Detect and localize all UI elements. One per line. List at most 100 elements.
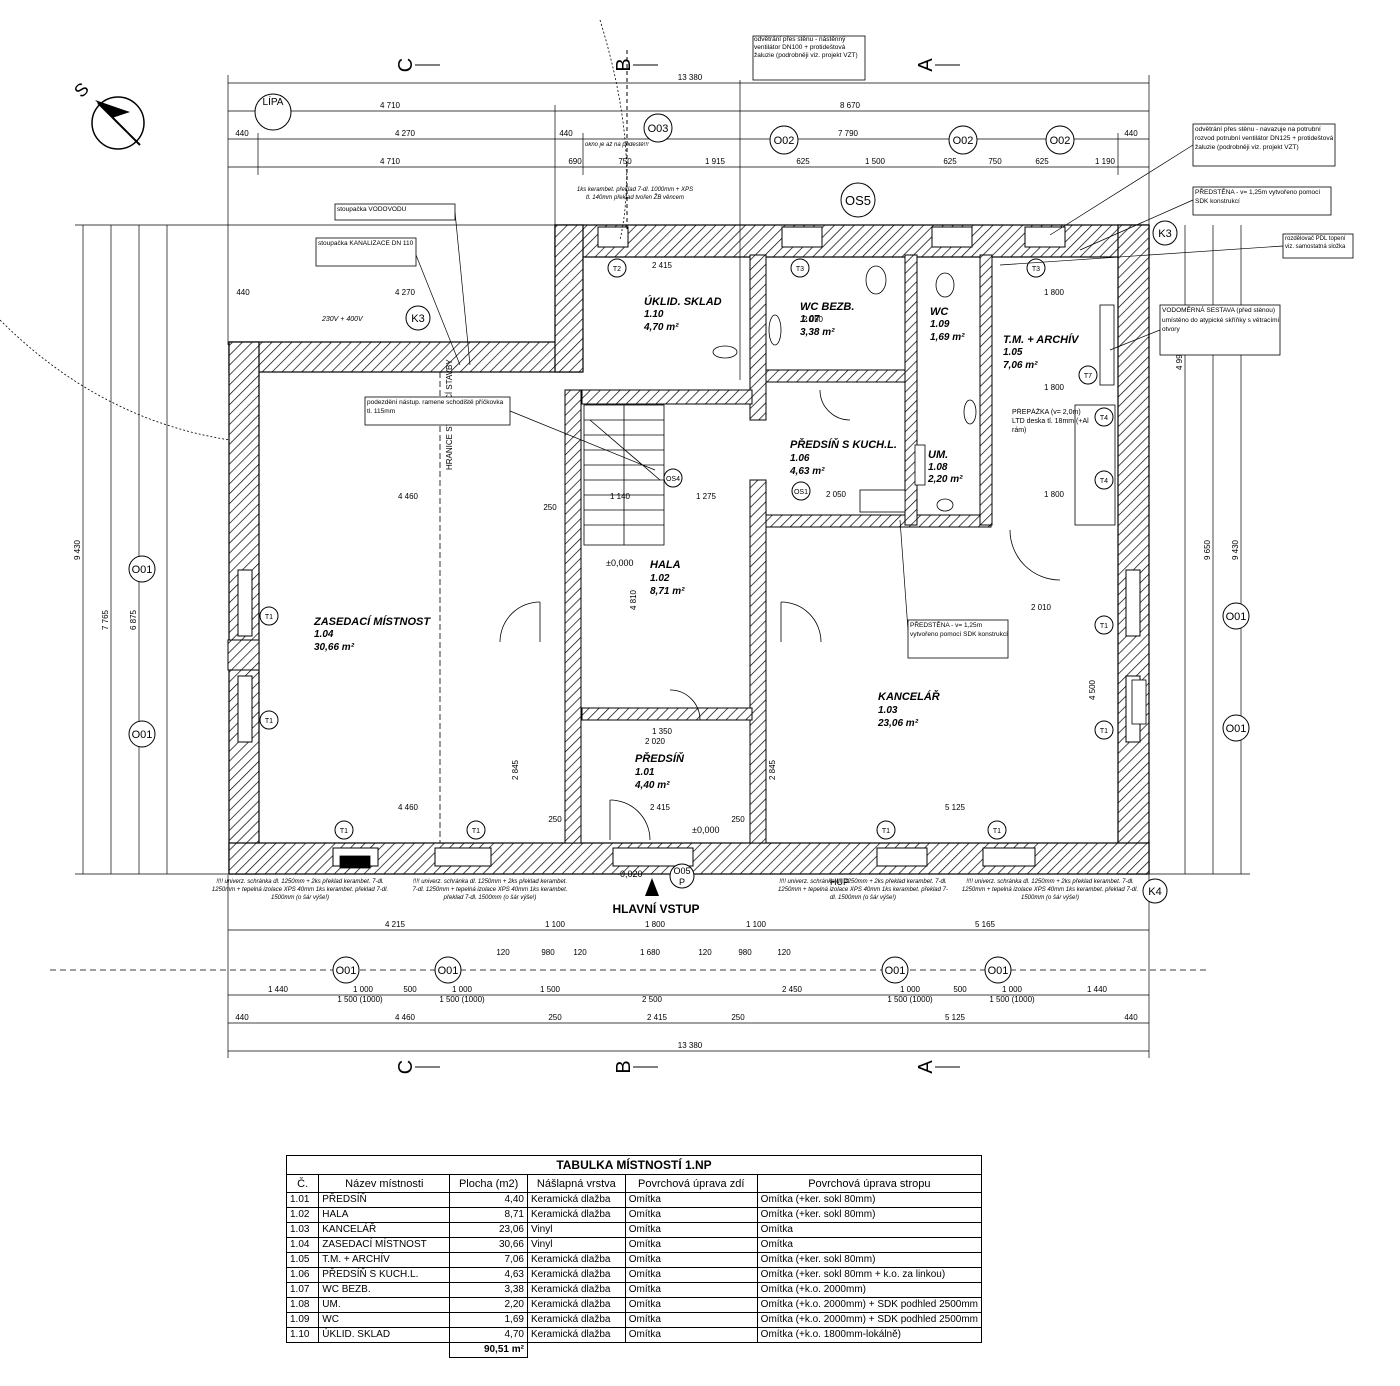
svg-text:1 350: 1 350 (652, 727, 673, 736)
section-labels: C B A C B A (395, 58, 937, 1075)
note-vent1: odvětrání přes stěnu - nástěnný ventilát… (754, 36, 858, 59)
svg-text:1 800: 1 800 (1044, 383, 1065, 392)
note-kanal: stoupačka KANALIZACE DN 110 (318, 240, 414, 247)
svg-text:T3: T3 (1032, 266, 1040, 273)
section-c-top: C (395, 58, 417, 72)
table-cell: Omítka (+ker. sokl 80mm) (756, 1192, 983, 1208)
svg-text:1 800: 1 800 (1044, 490, 1065, 499)
svg-text:O01: O01 (1226, 723, 1247, 735)
svg-text:4 270: 4 270 (395, 288, 416, 297)
table-cell: 1.02 (285, 1207, 320, 1223)
table-cell: Vinyl (526, 1237, 626, 1253)
svg-text:1 500 (1000): 1 500 (1000) (989, 995, 1035, 1004)
dimension-texts-bottom: 4 215 1 100 1 800 1 100 5 165 980 1 680 … (235, 920, 1138, 1050)
note-sill-3: !!!! univerz. schránka dl. 1250mm + 2ks … (778, 879, 948, 901)
room-1.09-name: WC (930, 306, 949, 318)
svg-text:4 500: 4 500 (1088, 679, 1097, 700)
svg-text:120: 120 (496, 948, 510, 957)
svg-text:P: P (679, 877, 685, 887)
svg-text:T1: T1 (882, 828, 890, 835)
note-vodomer: VODOMĚRNÁ SESTAVA (před stěnou) umístěno… (1162, 307, 1280, 333)
svg-text:690: 690 (568, 157, 582, 166)
table-cell: Keramická dlažba (526, 1312, 626, 1328)
svg-text:K4: K4 (1148, 886, 1161, 898)
svg-text:1 500 (1000): 1 500 (1000) (439, 995, 485, 1004)
svg-text:2 415: 2 415 (652, 261, 673, 270)
svg-text:3,38 m²: 3,38 m² (800, 327, 835, 338)
table-cell: Vinyl (526, 1222, 626, 1238)
col-header-name: Název místnosti (318, 1174, 451, 1193)
svg-text:8,71 m²: 8,71 m² (650, 586, 685, 597)
table-cell: Omítka (+k.o. 2000mm) + SDK podhled 2500… (756, 1297, 983, 1313)
svg-text:1,69 m²: 1,69 m² (930, 332, 965, 343)
table-cell: Omítka (624, 1282, 758, 1298)
svg-text:-0,020: -0,020 (617, 869, 643, 879)
svg-text:OS1: OS1 (794, 489, 808, 496)
element-tags (128, 113, 1250, 984)
table-cell: KANCELÁŘ (318, 1222, 451, 1238)
col-header-floor: Nášlapná vrstva (526, 1174, 626, 1193)
svg-text:30,66 m²: 30,66 m² (314, 642, 355, 653)
svg-text:4 710: 4 710 (380, 157, 401, 166)
svg-text:500: 500 (953, 985, 967, 994)
svg-text:1.05: 1.05 (1003, 347, 1023, 358)
svg-text:O01: O01 (885, 965, 906, 977)
room-1.03-name: KANCELÁŘ (878, 690, 940, 703)
table-cell: Keramická dlažba (526, 1267, 626, 1283)
svg-text:2 415: 2 415 (650, 803, 671, 812)
windows (237, 226, 1141, 867)
svg-text:T2: T2 (613, 266, 621, 273)
svg-text:2,20 m²: 2,20 m² (927, 474, 963, 485)
table-cell: Keramická dlažba (526, 1282, 626, 1298)
section-b-bottom: B (613, 1060, 635, 1073)
svg-text:1.09: 1.09 (930, 319, 950, 330)
svg-text:5 125: 5 125 (945, 803, 966, 812)
svg-text:440: 440 (559, 129, 573, 138)
room-1.04-name: ZASEDACÍ MÍSTNOST (313, 615, 431, 628)
table-cell: UM. (318, 1297, 451, 1313)
svg-text:O01: O01 (132, 729, 153, 741)
table-cell: 1,69 (449, 1312, 528, 1328)
svg-text:1 500 (1000): 1 500 (1000) (337, 995, 383, 1004)
svg-text:O02: O02 (1050, 135, 1071, 147)
svg-text:4 215: 4 215 (385, 920, 406, 929)
table-cell: 1.05 (285, 1252, 320, 1268)
room-1.02-name: HALA (650, 559, 681, 571)
svg-text:T1: T1 (265, 718, 273, 725)
svg-text:23,06 m²: 23,06 m² (877, 718, 919, 729)
svg-text:625: 625 (796, 157, 810, 166)
table-cell: WC BEZB. (318, 1282, 451, 1298)
svg-text:980: 980 (738, 948, 752, 957)
room-1.07-name: WC BEZB. (800, 301, 854, 313)
svg-text:T4: T4 (1100, 478, 1108, 485)
table-cell: Omítka (624, 1267, 758, 1283)
table-cell: HALA (318, 1207, 451, 1223)
table-cell: Omítka (624, 1252, 758, 1268)
svg-text:440: 440 (236, 288, 250, 297)
svg-text:OS4: OS4 (666, 476, 680, 483)
note-vodovod: stoupačka VODOVODU (337, 206, 407, 213)
compass: S (70, 79, 145, 150)
svg-text:T1: T1 (1100, 728, 1108, 735)
note-lintel: 1ks kerambet. překlad 7-dl. 1000mm + XPS… (576, 187, 694, 201)
note-okno: okno je až na podestě!!! (585, 142, 649, 148)
room-1.06-name: PŘEDSÍŇ S KUCH.L. (790, 438, 897, 451)
svg-text:1.10: 1.10 (644, 309, 664, 320)
note-sill-1: !!!! univerz. schránka dl. 1250mm + 2ks … (211, 879, 389, 901)
svg-text:1 275: 1 275 (696, 492, 717, 501)
svg-text:9 430: 9 430 (1231, 539, 1240, 560)
fixtures (339, 265, 1147, 869)
table-cell: 23,06 (449, 1222, 528, 1238)
svg-text:1 680: 1 680 (640, 948, 661, 957)
svg-text:1 440: 1 440 (268, 985, 289, 994)
svg-text:T1: T1 (1100, 623, 1108, 630)
svg-text:4 710: 4 710 (380, 101, 401, 110)
table-cell: 3,38 (449, 1282, 528, 1298)
table-cell: WC (318, 1312, 451, 1328)
table-cell: Omítka (624, 1222, 758, 1238)
table-cell: 7,06 (449, 1252, 528, 1268)
table-total: 90,51 m² (449, 1342, 528, 1358)
svg-text:980: 980 (541, 948, 555, 957)
